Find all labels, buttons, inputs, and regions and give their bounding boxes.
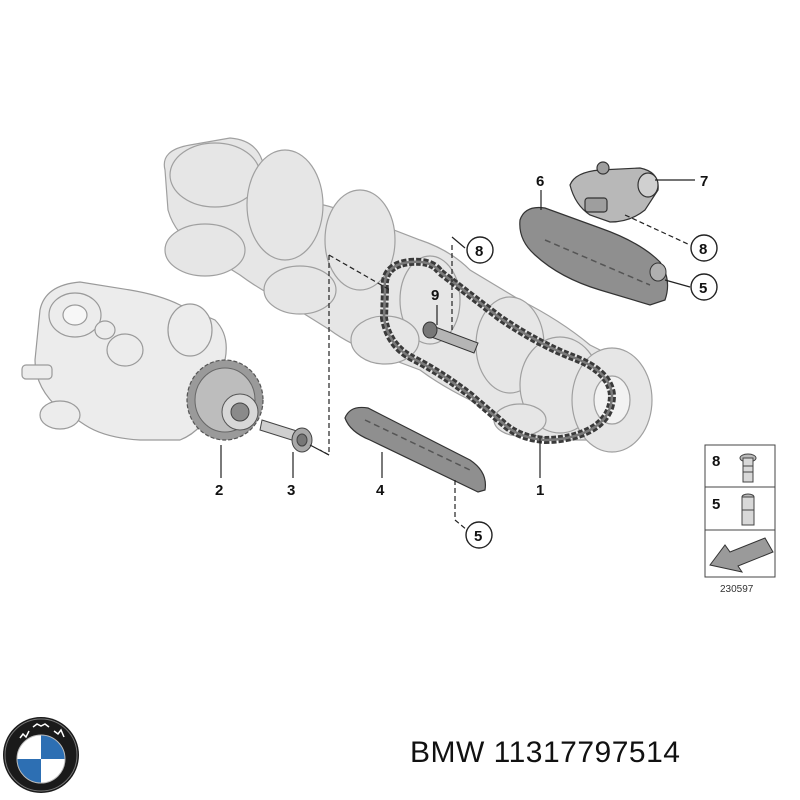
callout-9: 9 [431, 287, 439, 304]
sprocket [186, 359, 264, 441]
callout-6: 6 [536, 173, 544, 190]
guide-rail [344, 406, 487, 493]
sprocket-bolt [259, 419, 313, 453]
arrow-icon [709, 537, 774, 573]
bolt-icon [739, 453, 757, 483]
tensioner-rail [519, 206, 669, 306]
legend-number-8: 8 [712, 453, 720, 470]
callout-4: 4 [376, 482, 385, 499]
callout-5-guide-rail: 5 [474, 528, 482, 545]
part-number-caption: BMW 11317797514 [410, 736, 681, 769]
callout-5-tensioner-rail: 5 [699, 280, 707, 297]
chain-tensioner [569, 161, 659, 223]
callout-8-tensioner: 8 [699, 241, 707, 258]
crankshaft [163, 137, 653, 453]
timing-chain [379, 257, 617, 445]
callout-7: 7 [700, 173, 708, 190]
callout-labels: 1 2 3 4 6 7 9 [215, 173, 708, 499]
high-pressure-pump [21, 281, 227, 441]
sleeve-icon [741, 493, 755, 526]
guide-pin [422, 321, 479, 354]
callout-2: 2 [215, 482, 223, 499]
callout-3: 3 [287, 482, 295, 499]
callout-8-chain: 8 [475, 243, 483, 260]
bmw-logo [3, 717, 79, 793]
circled-callouts: 8 8 5 5 [465, 234, 718, 549]
leader-lines [220, 179, 695, 531]
callout-1: 1 [536, 482, 544, 499]
diagram-code: 230597 [720, 584, 754, 595]
legend-box: 8 5 230597 [704, 444, 776, 595]
legend-number-5: 5 [712, 496, 720, 513]
